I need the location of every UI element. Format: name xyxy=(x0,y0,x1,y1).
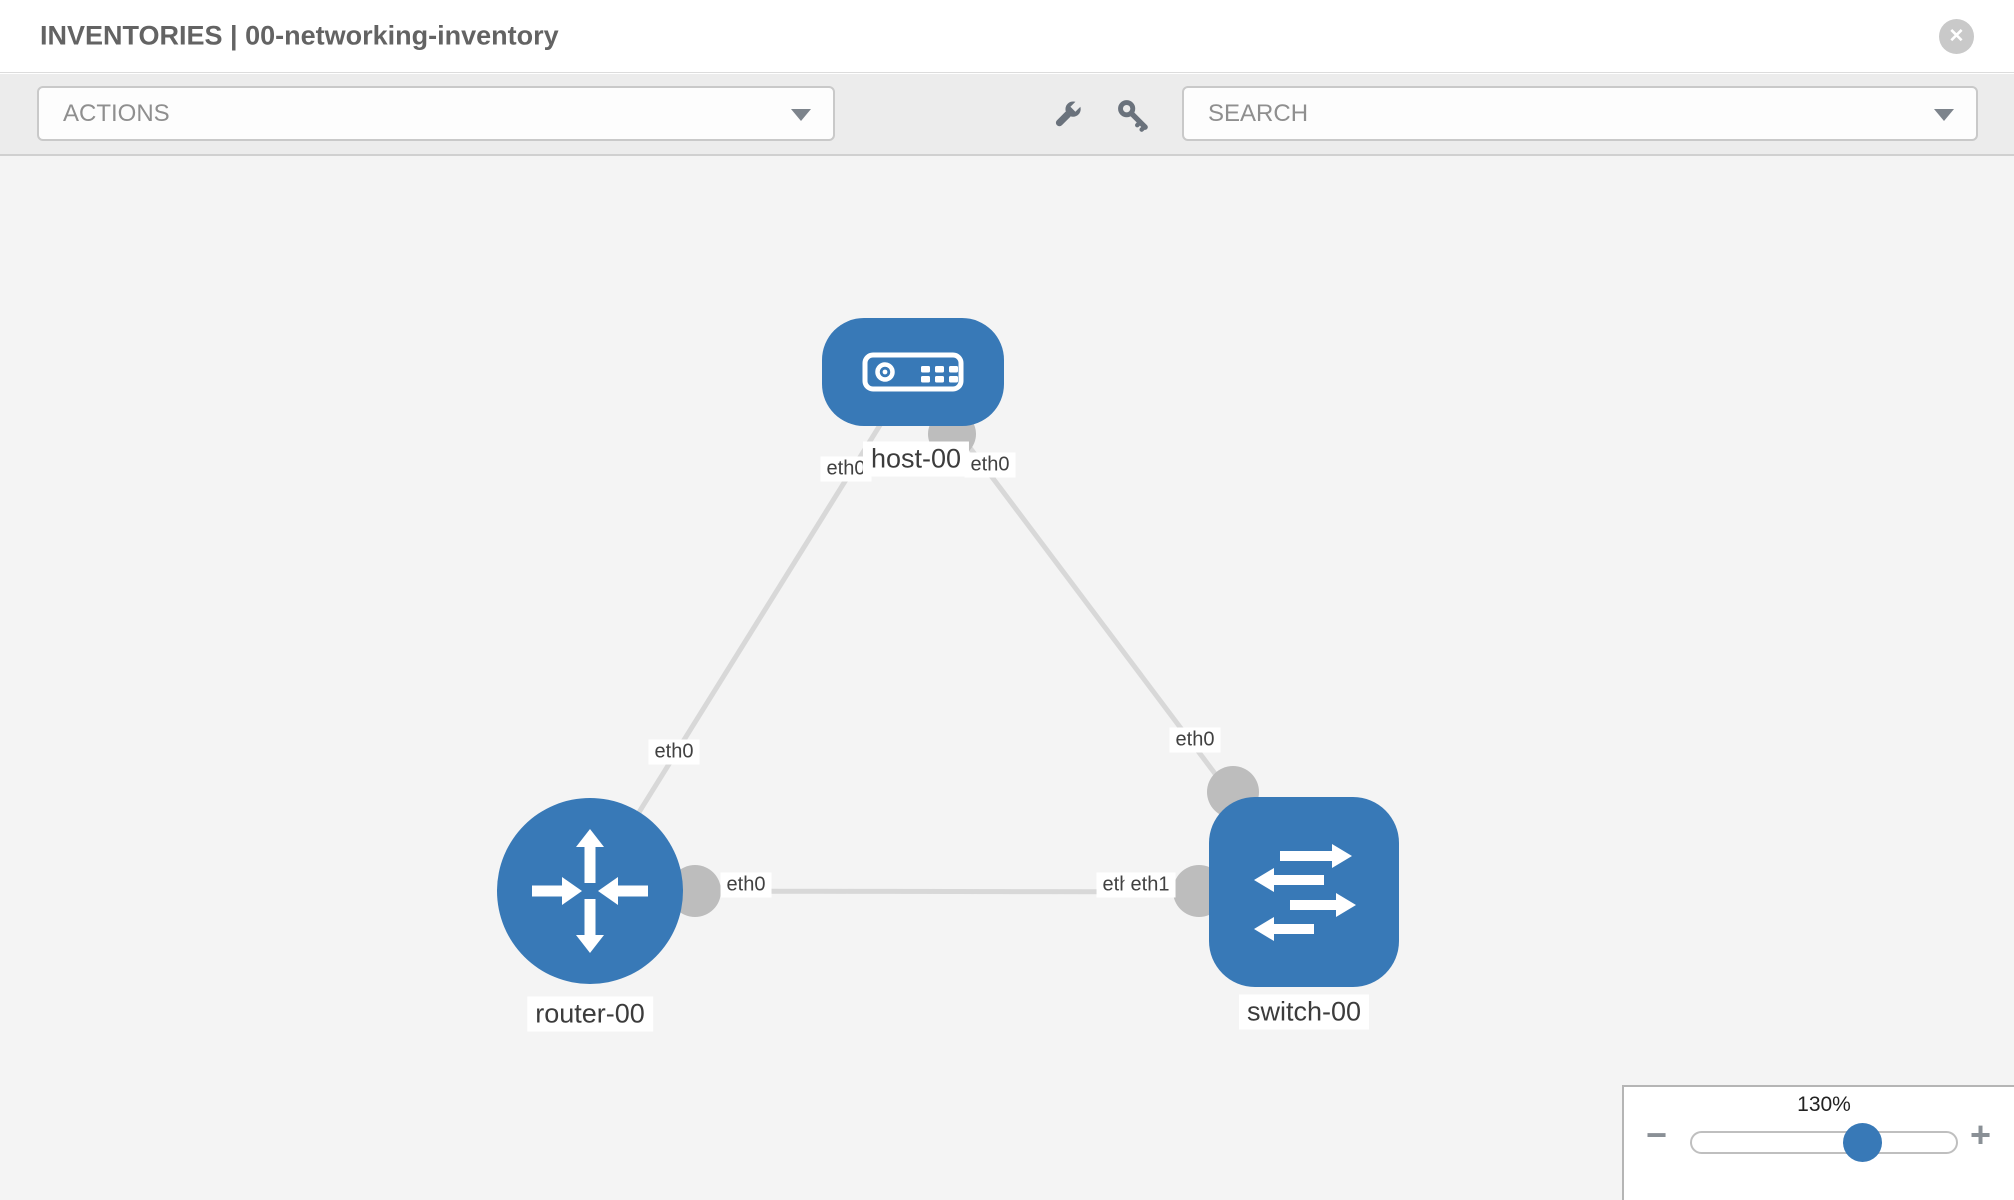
key-icon xyxy=(1118,100,1148,132)
header: INVENTORIES | 00-networking-inventory ✕ xyxy=(0,0,2014,73)
zoom-in-button[interactable]: + xyxy=(1970,1114,1992,1155)
page-title: INVENTORIES | 00-networking-inventory xyxy=(40,20,559,51)
switch-icon xyxy=(1254,844,1356,941)
zoom-slider-handle[interactable] xyxy=(1843,1123,1883,1162)
search-dropdown[interactable]: SEARCH xyxy=(1182,86,1978,141)
zoom-level-value: 130% xyxy=(1797,1093,1851,1116)
chevron-down-icon xyxy=(791,108,811,121)
router-icon xyxy=(532,829,648,953)
actions-dropdown[interactable]: ACTIONS xyxy=(37,86,835,141)
chevron-down-icon xyxy=(1934,108,1954,121)
toolbar: ACTIONS SEARCH xyxy=(0,74,2014,156)
node-host-00[interactable] xyxy=(822,318,1004,426)
credentials-button[interactable] xyxy=(1115,97,1151,133)
close-button[interactable]: ✕ xyxy=(1939,19,1974,54)
topology-svg xyxy=(497,318,1399,987)
zoom-panel: 130% − + xyxy=(1622,1085,2014,1200)
node-router-00[interactable] xyxy=(497,798,683,984)
search-dropdown-label: SEARCH xyxy=(1208,99,1309,127)
actions-dropdown-label: ACTIONS xyxy=(63,99,170,127)
zoom-slider-track[interactable] xyxy=(1690,1131,1958,1154)
close-icon: ✕ xyxy=(1948,26,1965,47)
wrench-icon xyxy=(1055,99,1083,127)
host-icon xyxy=(862,352,964,392)
node-switch-00[interactable] xyxy=(1209,797,1399,987)
zoom-out-button[interactable]: − xyxy=(1646,1114,1668,1155)
configure-button[interactable] xyxy=(1049,97,1085,133)
